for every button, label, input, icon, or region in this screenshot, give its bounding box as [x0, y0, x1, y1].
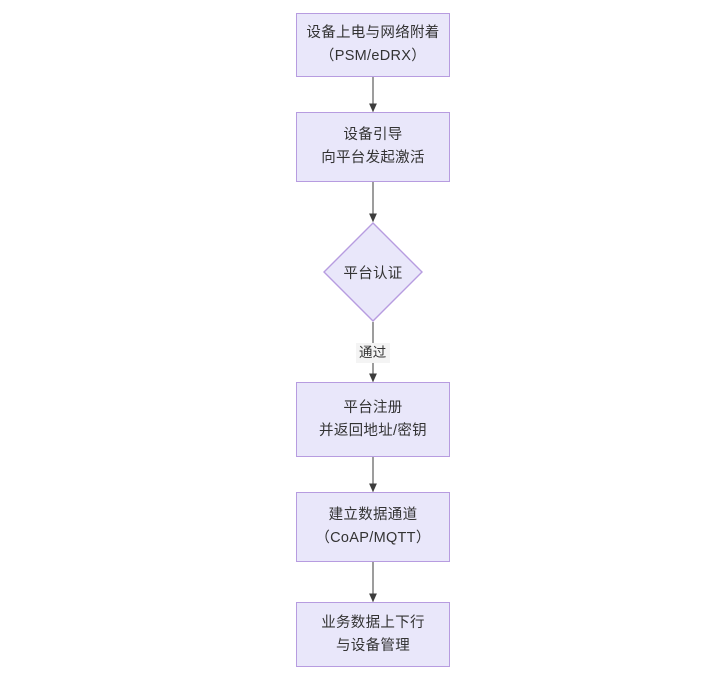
node-bootstrap[interactable]: 设备引导 向平台发起激活	[296, 112, 450, 182]
node-auth[interactable]: 平台认证	[323, 222, 423, 322]
node-register-line-2: 并返回地址/密钥	[319, 422, 427, 439]
node-register-line-1: 平台注册	[343, 399, 403, 416]
node-service-data-line-1: 业务数据上下行	[321, 614, 425, 631]
node-power-on-line-1: 设备上电与网络附着	[306, 25, 440, 41]
node-power-on-line-2: （PSM/eDRX）	[319, 48, 427, 64]
node-service-data-line-2: 与设备管理	[336, 637, 410, 654]
node-auth-label: 平台认证	[343, 265, 403, 282]
edge-label-auth-pass: 通过	[356, 343, 390, 363]
node-power-on[interactable]: 设备上电与网络附着 （PSM/eDRX）	[296, 13, 450, 77]
node-register[interactable]: 平台注册 并返回地址/密钥	[296, 382, 450, 457]
node-bootstrap-line-2: 向平台发起激活	[321, 150, 425, 166]
node-data-channel[interactable]: 建立数据通道 （CoAP/MQTT）	[296, 492, 450, 562]
node-data-channel-line-1: 建立数据通道	[328, 507, 418, 523]
node-bootstrap-line-1: 设备引导	[343, 127, 403, 143]
decision-diamond-shape	[323, 222, 423, 322]
node-data-channel-line-2: （CoAP/MQTT）	[315, 530, 431, 546]
node-service-data[interactable]: 业务数据上下行 与设备管理	[296, 602, 450, 667]
